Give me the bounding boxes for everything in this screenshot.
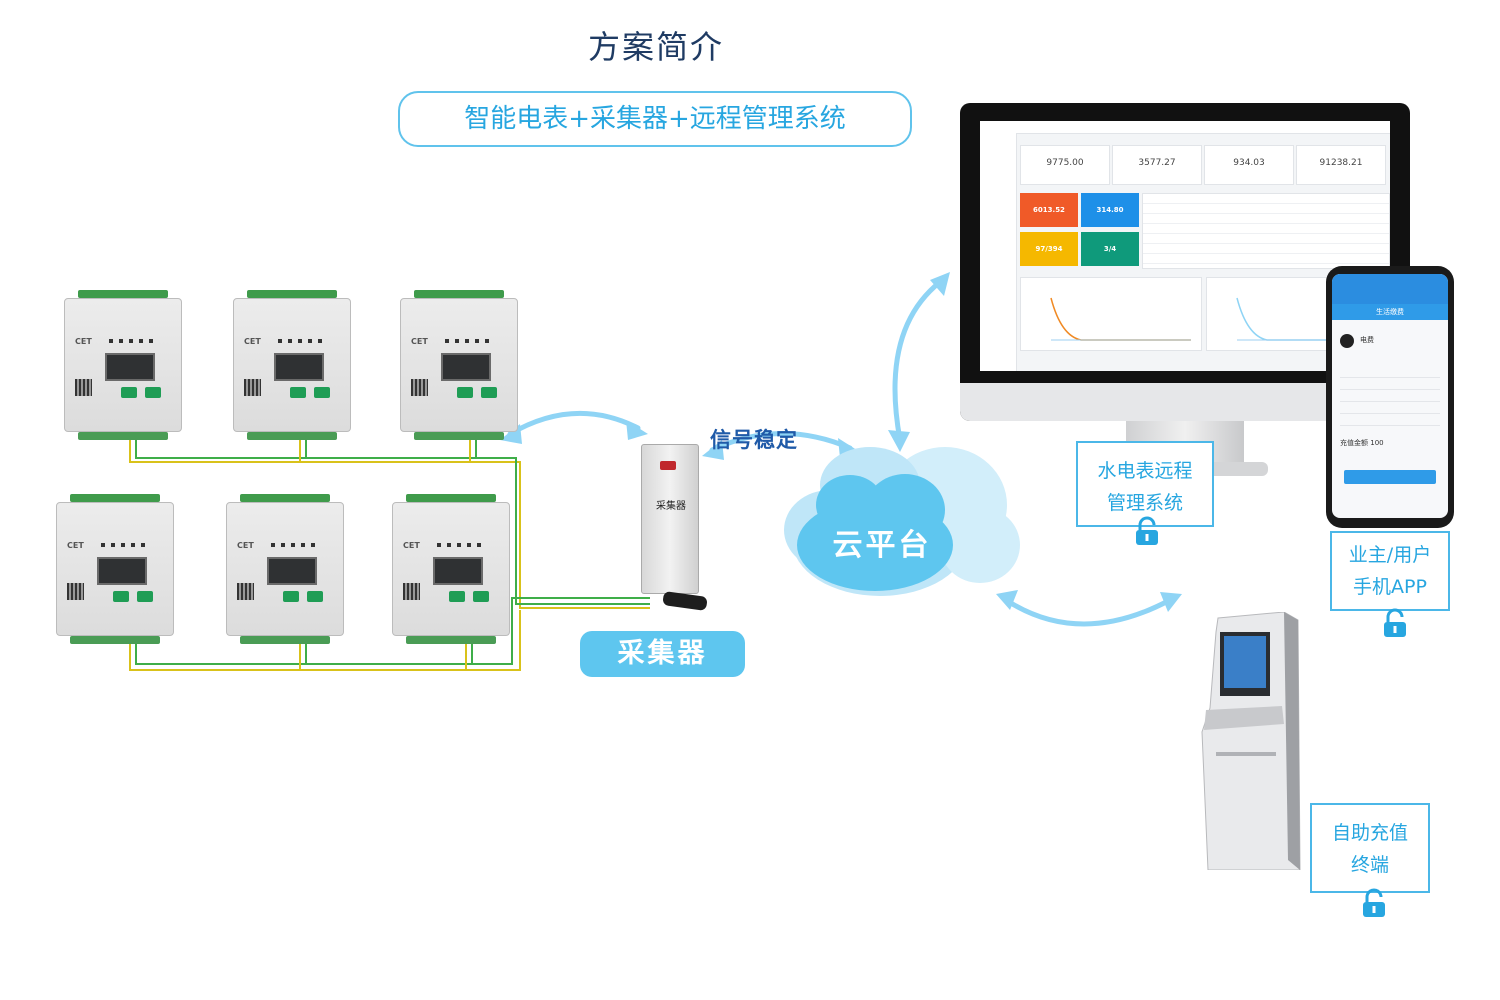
signal-stable-label: 信号稳定 — [710, 428, 798, 452]
stat-value: 3577.27 — [1138, 158, 1176, 168]
mobile-app-box: 业主/用户手机APP — [1330, 531, 1450, 611]
stat-tile: 3/4 — [1081, 232, 1139, 266]
collector-label: 采集器 — [580, 631, 745, 677]
smart-meter: CET — [233, 290, 351, 440]
usage-chart — [1020, 277, 1202, 351]
stat-value: 91238.21 — [1319, 158, 1363, 168]
stat-tile: 6013.52 — [1020, 193, 1078, 227]
page-title: 方案简介 — [587, 28, 724, 66]
pay-button[interactable] — [1344, 470, 1436, 484]
mobile-phone: 生活缴费 电费 充值金额 100 — [1326, 266, 1454, 528]
web-management-box: 水电表远程管理系统 — [1076, 441, 1214, 527]
phone-item: 电费 — [1360, 336, 1374, 344]
lock-icon — [1363, 888, 1385, 917]
smart-meter: CET — [400, 290, 518, 440]
dashboard-screen: 9775.00 3577.27 934.03 91238.21 6013.52 … — [980, 121, 1390, 371]
cloud-platform-label: 云平台 — [832, 528, 932, 563]
amount-label: 充值金额 — [1340, 439, 1368, 447]
smart-meter: CET — [392, 494, 510, 644]
self-service-kiosk — [1201, 612, 1301, 870]
smart-meter: CET — [226, 494, 344, 644]
lock-icon — [1384, 608, 1406, 637]
lock-icon — [1136, 516, 1158, 545]
phone-header: 生活缴费 — [1332, 304, 1448, 320]
stat-tile: 97/394 — [1020, 232, 1078, 266]
smart-meter: CET — [64, 290, 182, 440]
stat-tile: 314.80 — [1081, 193, 1139, 227]
data-table — [1142, 193, 1390, 269]
solution-subtitle: 智能电表+采集器+远程管理系统 — [398, 91, 912, 147]
collector-device: 采集器 — [641, 438, 708, 616]
amount-value: 100 — [1370, 439, 1384, 447]
terminal-box: 自助充值终端 — [1310, 803, 1430, 893]
lightning-icon — [1340, 334, 1354, 348]
monitor: 9775.00 3577.27 934.03 91238.21 6013.52 … — [960, 103, 1410, 421]
cloud-icon — [784, 447, 1020, 596]
stat-value: 934.03 — [1233, 158, 1265, 168]
stat-value: 9775.00 — [1046, 158, 1084, 168]
smart-meter: CET — [56, 494, 174, 644]
